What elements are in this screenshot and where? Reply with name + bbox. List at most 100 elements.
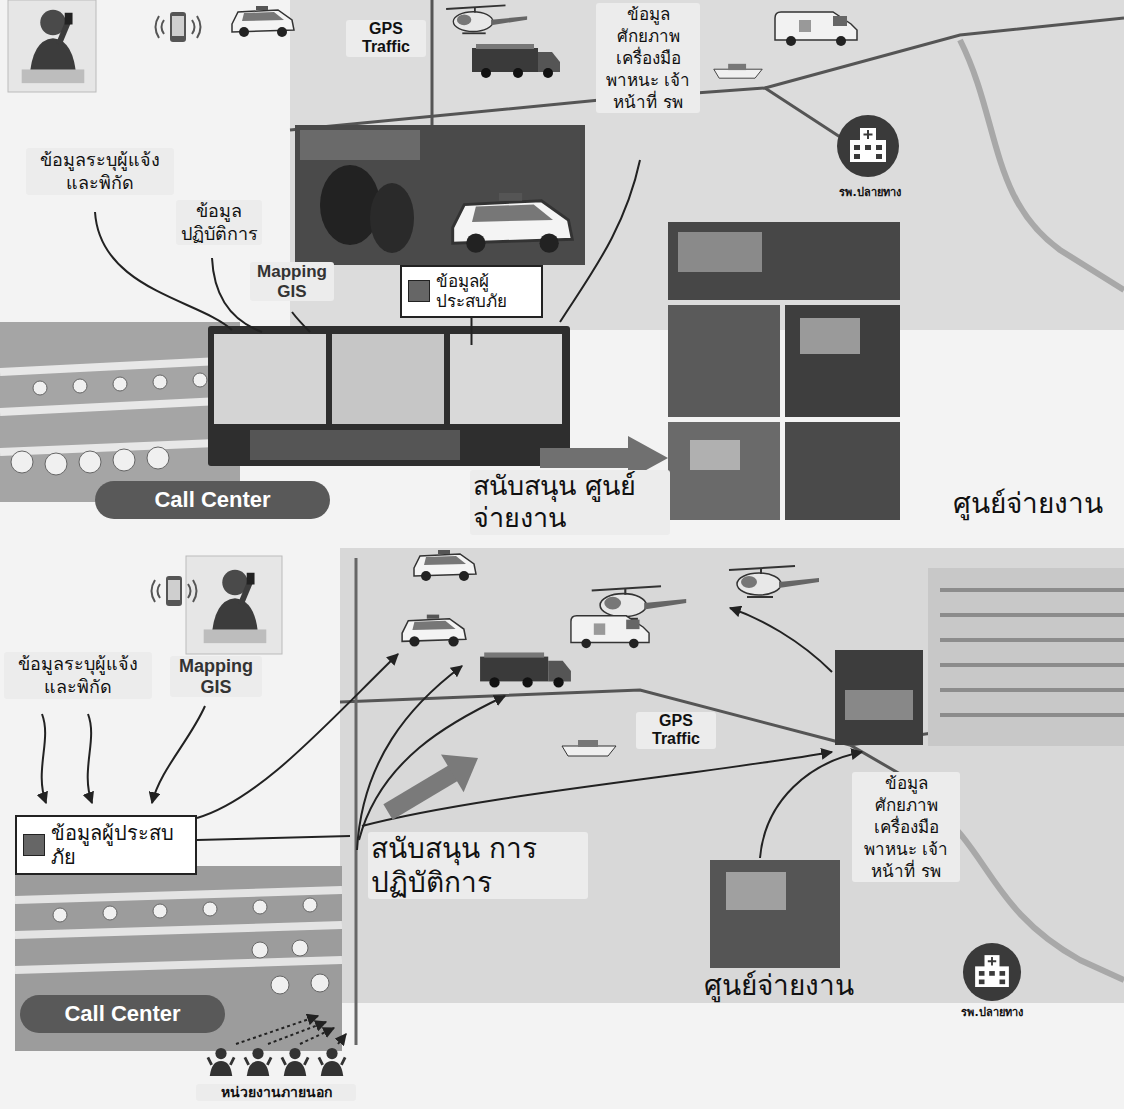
hospital-icon [837,115,899,177]
map-ground [290,0,1124,330]
agency-label: หน่วยงานภายนอก [196,1084,356,1101]
hospital-building-photo [928,568,1124,746]
victim-icon [408,280,430,302]
dispatch-photo-detail [726,872,786,910]
fire-truck [480,652,571,687]
map-ground [340,548,1124,1003]
monitor-screen [214,334,326,424]
operator-heads [11,373,207,475]
agency-figure [208,1048,234,1076]
caller-info-label: ข้อมูลระบุผู้แจ้ง และพิกัด [26,148,174,195]
dispatch-photo-detail [690,440,740,470]
helicopter [729,566,819,597]
pole [355,558,358,1045]
flow-line [197,836,350,840]
hospital-node: รพ.ปลายทาง [946,940,1038,1028]
agency-figure [319,1048,345,1076]
support-label: สนับสนุน การปฏิบัติการ [368,832,588,899]
monitor-base [250,430,460,460]
node-text: รพ.ปลายทาง [808,183,932,201]
hospital-entrance-detail [845,690,913,720]
node-text: ข้อมูลผู้ประสบภัย [51,821,186,869]
phone-icon [156,12,201,42]
dispatch-photo [668,222,900,300]
node-text: ศูนย์จ่ายงาน [668,486,1113,521]
dispatch-photo [668,422,780,520]
police-car [414,550,476,581]
monitor-screen [332,334,444,424]
desk-rows [15,890,342,970]
hospital-entrance-photo [835,650,923,745]
caller-photo [8,0,96,92]
support-arrow-shaft [388,772,455,812]
boat [714,64,762,78]
ambulance [775,12,857,46]
map-label: GPS Traffic [636,712,716,749]
agency-figure [245,1048,271,1076]
monitor-wall [208,326,570,466]
support-arrow-head [441,755,478,793]
dispatch-photo [785,422,900,520]
fire-truck [472,44,560,78]
flow-arrow [152,706,205,803]
dispatch-photo-detail [678,232,762,272]
helicopter [592,586,687,619]
river [960,40,1124,290]
call-center-pill: Call Center [95,481,330,519]
incident-figure [370,183,414,253]
connector-label: สนับสนุน ศูนย์จ่ายงาน [470,470,670,535]
phone-icon [152,576,197,606]
connector-line [471,318,473,345]
gis-label: Mapping GIS [250,262,334,301]
call-center-area: Call Center [0,345,540,525]
flow-arrow [362,752,832,826]
caller-figure [22,10,85,83]
flow-arrow [88,714,92,803]
flow-arrow [42,714,46,803]
helicopter [446,5,527,33]
dispatch-photo [785,305,900,417]
connector-arrow [540,448,638,468]
boat [562,740,616,756]
desk-rows [0,360,240,452]
data-box: ข้อมูลผู้ประสบภัย [15,815,197,875]
leader-line [560,160,640,322]
dispatch-photo-detail [800,318,860,354]
caller-photo [186,556,282,654]
flow-arrow [359,696,505,840]
flow-arrow [730,608,832,672]
incident-photo [295,125,585,265]
dispatch-photo [668,305,780,417]
agency-figure [282,1048,308,1076]
caller-info-label: ข้อมูลระบุผู้แจ้ง และพิกัด [4,652,152,699]
ambulance [571,616,649,648]
node-text: รพ.ปลายทาง [946,1003,1038,1021]
map-label: GPS Traffic [346,20,426,57]
police-car [232,6,294,37]
hospital-node: รพ.ปลายทาง [808,112,932,204]
police-car [402,615,466,647]
node-text: ศูนย์จ่ายงาน [700,968,910,1003]
resource-label: ข้อมูลศักยภาพ เครื่องมือ พาหนะ เจ้าหน้าท… [596,3,700,113]
data-box: ข้อมูลผู้ประสบภัย [400,265,543,318]
victim-icon [23,834,45,856]
incident-photo-detail [300,130,420,160]
dispatch-photo [710,860,840,968]
call-center-area: Call Center [12,868,342,1040]
building-floors [940,590,1124,715]
flow-arrow [760,752,862,858]
call-center-photo [15,866,342,1051]
pole [431,0,434,132]
incident-figure [320,165,380,245]
caller-figure [204,570,267,643]
gis-label: Mapping GIS [170,656,262,697]
hospital-icon [963,943,1021,1001]
leader-line [292,312,310,332]
resource-label: ข้อมูลศักยภาพ เครื่องมือ พาหนะ เจ้าหน้าท… [852,772,960,882]
monitor-screen [450,334,562,424]
agency-arrows [236,1016,346,1044]
operator-heads [53,898,329,994]
operation-label: ข้อมูลปฏิบัติการ [176,200,262,245]
